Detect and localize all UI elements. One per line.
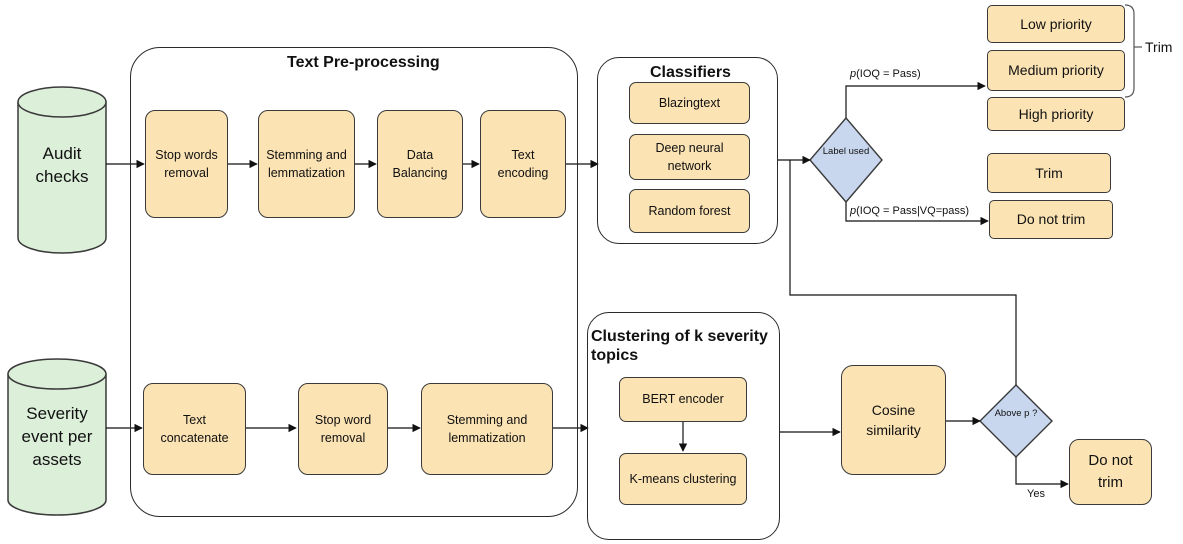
classifiers-title: Classifiers xyxy=(650,64,731,81)
audit-checks-database-icon xyxy=(17,86,107,254)
text-encoding-box: Text encoding xyxy=(480,110,566,218)
label-used-text: Label used xyxy=(822,146,870,157)
text-concatenate-box: Text concatenate xyxy=(143,383,246,475)
bert-encoder-box: BERT encoder xyxy=(619,377,747,422)
high-priority-box: High priority xyxy=(987,97,1125,131)
final-do-not-trim-box: Do not trim xyxy=(1069,439,1152,505)
clustering-group xyxy=(587,312,780,540)
stop-words-removal-box: Stop words removal xyxy=(145,110,228,218)
stop-word-removal-box: Stop word removal xyxy=(298,383,388,475)
data-balancing-box: Data Balancing xyxy=(377,110,463,218)
deep-neural-network-box: Deep neural network xyxy=(629,134,750,180)
cosine-similarity-box: Cosine similarity xyxy=(841,365,946,475)
low-priority-box: Low priority xyxy=(987,5,1125,43)
kmeans-clustering-box: K-means clustering xyxy=(619,453,747,505)
trim-bracket xyxy=(1124,4,1135,98)
yes-label: Yes xyxy=(1027,488,1045,500)
above-p-text: Above p ? xyxy=(994,408,1038,419)
text-preprocessing-title: Text Pre-processing xyxy=(287,54,440,71)
classifiers-group xyxy=(597,57,778,244)
stemming-lemmatization-box-bottom: Stemming and lemmatization xyxy=(421,383,553,475)
top-row-arrows xyxy=(106,155,811,169)
label-used-decision-diamond xyxy=(809,116,883,204)
trim-bracket-label: Trim xyxy=(1145,39,1173,55)
trim-box: Trim xyxy=(987,153,1111,193)
clustering-title: Clustering of k severity topics xyxy=(591,328,768,365)
p-pass-vq-label: p(IOQ = Pass|VQ=pass) xyxy=(850,205,970,217)
severity-events-database-icon xyxy=(7,358,107,516)
above-p-decision-diamond xyxy=(979,384,1053,458)
blazingtext-box: Blazingtext xyxy=(629,82,750,124)
text-preprocessing-group xyxy=(130,47,578,517)
stemming-lemmatization-box: Stemming and lemmatization xyxy=(258,110,355,218)
medium-priority-box: Medium priority xyxy=(987,50,1125,91)
bottom-row-arrows xyxy=(106,416,981,452)
p-pass-label: p(IOQ = Pass) xyxy=(850,68,921,80)
random-forest-box: Random forest xyxy=(629,189,750,233)
severity-events-label: Severity event per assets xyxy=(21,404,93,469)
decision-branches xyxy=(789,81,1069,489)
audit-checks-label: Audit checks xyxy=(35,144,89,186)
do-not-trim-box: Do not trim xyxy=(989,200,1113,239)
